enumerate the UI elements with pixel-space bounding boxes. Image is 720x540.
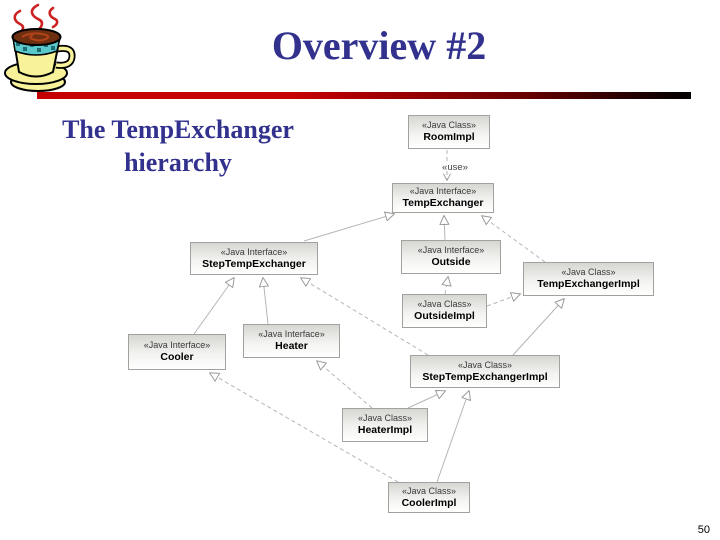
edge-tempexchangerimpl-implements-tempexchanger: [482, 216, 546, 263]
stereotype-label: «Java Class»: [401, 485, 457, 496]
class-name: OutsideImpl: [414, 310, 475, 322]
stereotype-label: «Java Interface»: [220, 246, 288, 257]
uml-node-cooler: «Java Interface» Cooler: [128, 334, 226, 370]
class-name: HeaterImpl: [357, 424, 413, 436]
uml-node-step-temp-exchanger-impl: «Java Class» StepTempExchangerImpl: [410, 355, 560, 388]
stereotype-label: «Java Interface»: [409, 186, 477, 196]
subtitle: The TempExchanger hierarchy: [20, 113, 336, 179]
edge-heater-extends-steptempexchanger: [263, 278, 268, 325]
title-divider-bar: [37, 92, 691, 99]
stereotype-label: «Java Class»: [421, 120, 477, 130]
uml-node-heater: «Java Interface» Heater: [243, 324, 340, 358]
page-number: 50: [697, 524, 710, 536]
class-name: TempExchanger: [402, 197, 484, 209]
uml-node-outside: «Java Interface» Outside: [401, 240, 501, 274]
edge-steptempexchanger-extends-tempexchanger: [303, 214, 394, 242]
uml-node-heater-impl: «Java Class» HeaterImpl: [342, 408, 428, 442]
stereotype-label: «Java Interface»: [258, 329, 325, 339]
uml-node-cooler-impl: «Java Class» CoolerImpl: [388, 482, 470, 513]
subtitle-line2: hierarchy: [124, 148, 232, 177]
class-name: Cooler: [160, 351, 194, 363]
stereotype-label: «Java Class»: [357, 413, 413, 423]
class-name: Heater: [275, 340, 308, 352]
uml-node-outside-impl: «Java Class» OutsideImpl: [402, 294, 487, 328]
stereotype-label: «Java Class»: [561, 267, 616, 277]
edge-cooler-extends-steptempexchanger: [193, 278, 234, 335]
uml-node-room-impl: «Java Class» RoomImpl: [408, 115, 490, 149]
use-dependency-label: «use»: [442, 162, 468, 173]
edge-coolerimpl-implements-cooler: [210, 373, 399, 483]
stereotype-label: «Java Interface»: [417, 245, 485, 255]
class-name: RoomImpl: [423, 131, 475, 143]
edge-heaterimpl-implements-heater: [317, 361, 373, 409]
uml-node-temp-exchanger-impl: «Java Class» TempExchangerImpl: [523, 262, 654, 296]
class-name: StepTempExchangerImpl: [422, 370, 548, 383]
edge-outsideimpl-extends-tempexchangerimpl: [486, 294, 520, 307]
class-name: StepTempExchanger: [202, 257, 306, 270]
coffee-cup-clipart: [4, 3, 76, 92]
edge-coolerimpl-extends-steptempexchangerimpl: [436, 391, 469, 483]
uml-node-step-temp-exchanger: «Java Interface» StepTempExchanger: [190, 242, 318, 275]
class-name: Outside: [431, 256, 471, 268]
edge-heaterimpl-extends-steptempexchangerimpl: [407, 391, 445, 409]
stereotype-label: «Java Class»: [457, 359, 513, 370]
subtitle-line1: The TempExchanger: [62, 115, 294, 144]
edge-steptempexchangerimpl-extends-tempexchangerimpl: [512, 299, 564, 356]
edge-outsideimpl-implements-outside: [445, 277, 448, 295]
uml-node-temp-exchanger: «Java Interface» TempExchanger: [392, 183, 494, 213]
class-name: CoolerImpl: [401, 496, 457, 509]
class-name: TempExchangerImpl: [537, 278, 640, 290]
edge-outside-extends-tempexchanger: [444, 216, 445, 241]
stereotype-label: «Java Class»: [417, 299, 472, 309]
edge-steptempexchangerimpl-implements-steptempexchanger: [301, 278, 429, 356]
stereotype-label: «Java Interface»: [143, 340, 211, 350]
page-title: Overview #2: [271, 23, 487, 68]
